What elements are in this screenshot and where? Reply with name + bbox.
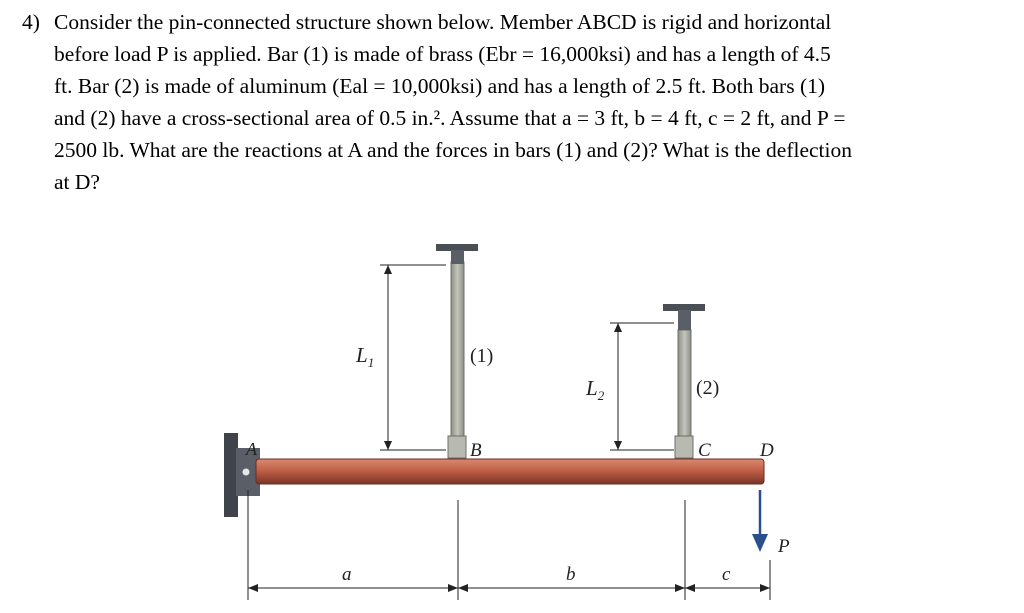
problem-body: Consider the pin-connected structure sho… bbox=[54, 6, 972, 198]
label-bar-2: (2) bbox=[696, 377, 719, 399]
label-bar-1: (1) bbox=[470, 345, 493, 367]
label-dim-c: c bbox=[722, 564, 731, 585]
label-dim-a: a bbox=[342, 564, 352, 585]
dim-l1-arrow-top bbox=[384, 265, 392, 274]
dim-a-arrow-right bbox=[448, 584, 458, 592]
label-point-d: D bbox=[759, 440, 774, 461]
bar-1-top-support bbox=[436, 244, 478, 251]
bar-2-top-support bbox=[663, 304, 705, 311]
dim-l2-arrow-bottom bbox=[614, 441, 622, 450]
dim-b-arrow-right bbox=[675, 584, 685, 592]
dim-b-arrow-left bbox=[458, 584, 468, 592]
bar-1-pin-b bbox=[447, 435, 467, 459]
problem-number: 4) bbox=[22, 10, 40, 34]
problem-line-3: ft. Bar (2) is made of aluminum (Eal = 1… bbox=[54, 74, 826, 98]
problem-line-4: and (2) have a cross-sectional area of 0… bbox=[54, 106, 846, 130]
dim-l2-arrow-top bbox=[614, 323, 622, 332]
bar-1-top-bracket bbox=[451, 250, 464, 264]
dim-l1-arrow-bottom bbox=[384, 441, 392, 450]
problem-line-1: Consider the pin-connected structure sho… bbox=[54, 10, 832, 34]
label-l1: L1 bbox=[355, 343, 374, 370]
problem-statement: 4) Consider the pin-connected structure … bbox=[22, 6, 972, 198]
label-point-b: B bbox=[470, 440, 482, 461]
bar-2-top-bracket bbox=[678, 310, 691, 330]
dim-c-arrow-left bbox=[685, 584, 695, 592]
dim-a-arrow-left bbox=[248, 584, 258, 592]
pin-a bbox=[242, 468, 250, 476]
bar-1 bbox=[450, 261, 465, 441]
label-point-c: C bbox=[698, 440, 711, 461]
rigid-beam-abcd bbox=[255, 458, 765, 485]
bar-2-pin-c bbox=[674, 435, 694, 459]
load-p-arrowhead bbox=[752, 534, 768, 552]
problem-line-6: at D? bbox=[54, 170, 100, 194]
label-load-p: P bbox=[777, 536, 790, 557]
label-l2: L2 bbox=[585, 376, 605, 403]
label-dim-b: b bbox=[566, 564, 576, 585]
problem-line-5: 2500 lb. What are the reactions at A and… bbox=[54, 138, 853, 162]
problem-line-2: before load P is applied. Bar (1) is mad… bbox=[54, 42, 831, 66]
wall-support-a bbox=[224, 433, 238, 517]
bar-2 bbox=[677, 329, 692, 441]
dim-c-arrow-right bbox=[760, 584, 770, 592]
label-point-a: A bbox=[245, 439, 258, 459]
